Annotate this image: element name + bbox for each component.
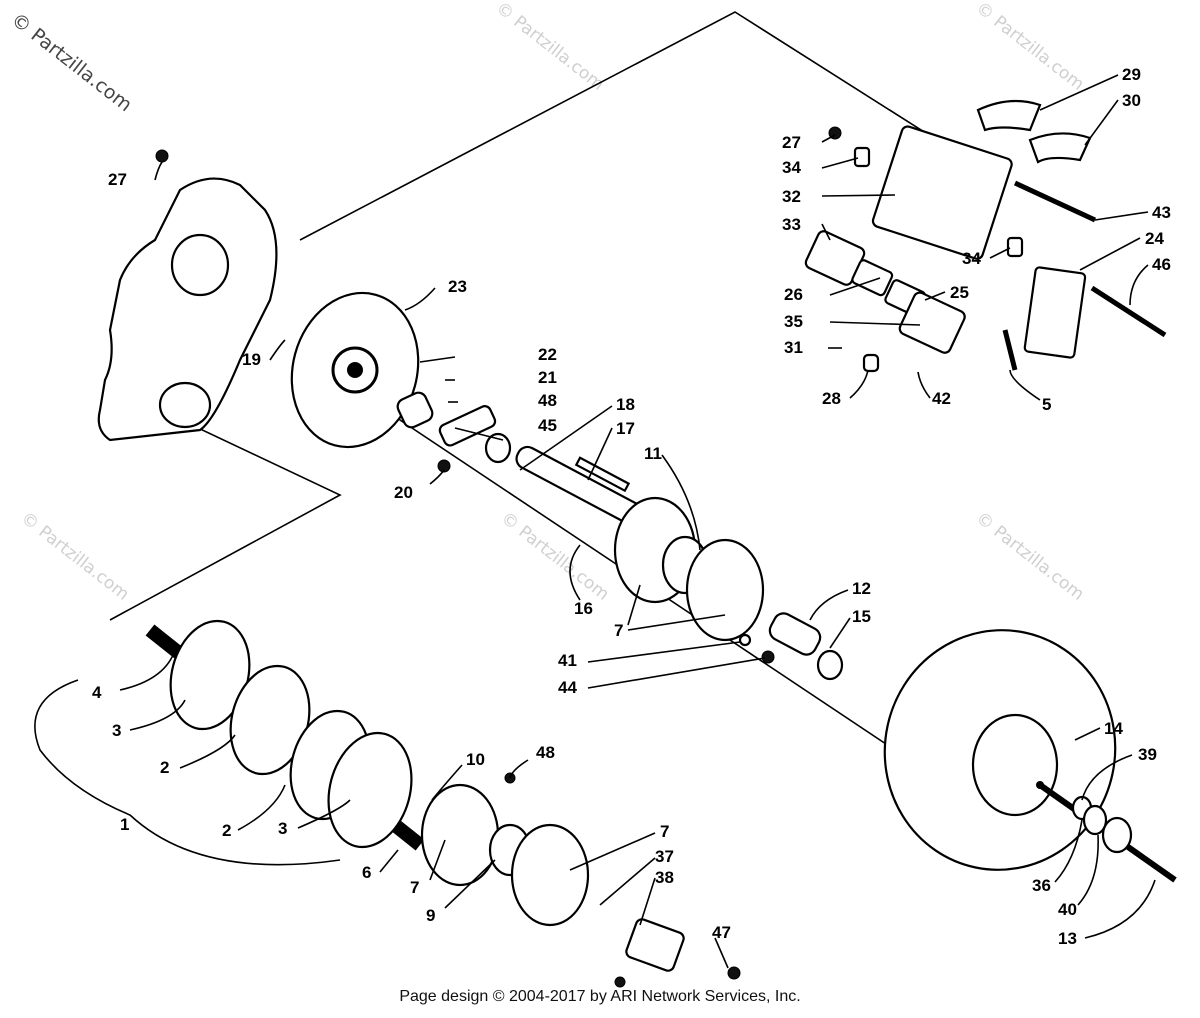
watermark: © Partzilla.com xyxy=(972,0,1088,95)
callout-46: 46 xyxy=(1152,255,1171,274)
callout-13: 13 xyxy=(1058,929,1077,948)
callout-19: 19 xyxy=(242,350,261,369)
watermark: © Partzilla.com xyxy=(17,508,133,605)
callout-32: 32 xyxy=(782,187,801,206)
callout-25: 25 xyxy=(950,283,969,302)
callout-2: 2 xyxy=(222,821,231,840)
bracket-assembly-1 xyxy=(34,679,341,866)
callout-20: 20 xyxy=(394,483,413,502)
callout-31: 31 xyxy=(784,338,803,357)
callout-48: 48 xyxy=(538,391,557,410)
callout-24: 24 xyxy=(1145,229,1164,248)
callout-15: 15 xyxy=(852,607,871,626)
callout-18: 18 xyxy=(616,395,635,414)
callout-48: 48 xyxy=(536,743,555,762)
group-line-left xyxy=(109,409,342,621)
callout-7: 7 xyxy=(410,878,419,897)
callout-3: 3 xyxy=(278,819,287,838)
callout-39: 39 xyxy=(1138,745,1157,764)
group-line-top xyxy=(299,11,1001,241)
callout-44: 44 xyxy=(558,678,577,697)
callout-43: 43 xyxy=(1152,203,1171,222)
callout-12: 12 xyxy=(852,579,871,598)
shaft-components xyxy=(396,391,844,681)
callout-38: 38 xyxy=(655,868,674,887)
callout-42: 42 xyxy=(932,389,951,408)
callout-7: 7 xyxy=(614,621,623,640)
callout-16: 16 xyxy=(574,599,593,618)
callout-21: 21 xyxy=(538,368,557,387)
drive-axle-assembly xyxy=(145,619,741,988)
callout-35: 35 xyxy=(784,312,803,331)
callout-37: 37 xyxy=(655,847,674,866)
callout-3: 3 xyxy=(112,721,121,740)
callout-1: 1 xyxy=(120,815,129,834)
callout-30: 30 xyxy=(1122,91,1141,110)
callout-27: 27 xyxy=(108,170,127,189)
callout-10: 10 xyxy=(466,750,485,769)
grouping-lines xyxy=(34,11,1001,866)
callout-40: 40 xyxy=(1058,900,1077,919)
callout-29: 29 xyxy=(1122,65,1141,84)
callout-14: 14 xyxy=(1104,719,1123,738)
callout-45: 45 xyxy=(538,416,557,435)
callouts: 27 23 19 22 21 48 45 20 18 17 11 16 7 12… xyxy=(92,65,1171,948)
callout-41: 41 xyxy=(558,651,577,670)
callout-22: 22 xyxy=(538,345,557,364)
callout-9: 9 xyxy=(426,906,435,925)
watermark-main: © Partzilla.com xyxy=(7,9,136,117)
callout-17: 17 xyxy=(616,419,635,438)
callout-11: 11 xyxy=(644,444,662,463)
callout-23: 23 xyxy=(448,277,467,296)
callout-7: 7 xyxy=(660,822,669,841)
callout-34: 34 xyxy=(962,249,981,268)
nut-27 xyxy=(155,149,169,163)
callout-28: 28 xyxy=(822,389,841,408)
page-footer: Page design © 2004-2017 by ARI Network S… xyxy=(399,988,801,1005)
callout-34: 34 xyxy=(782,158,801,177)
callout-2: 2 xyxy=(160,758,169,777)
callout-6: 6 xyxy=(362,863,371,882)
callout-5: 5 xyxy=(1042,395,1051,414)
driven-clutch xyxy=(883,629,1177,883)
leader-lines xyxy=(119,74,1156,969)
chaincase-housing xyxy=(97,149,278,442)
callout-26: 26 xyxy=(784,285,803,304)
watermark: © Partzilla.com xyxy=(972,508,1088,605)
brake-caliper-assembly xyxy=(804,99,1167,373)
callout-27: 27 xyxy=(782,133,801,152)
callout-47: 47 xyxy=(712,923,731,942)
callout-4: 4 xyxy=(92,683,102,702)
watermark: © Partzilla.com xyxy=(492,0,608,95)
callout-36: 36 xyxy=(1032,876,1051,895)
callout-33: 33 xyxy=(782,215,801,234)
brake-disc xyxy=(290,291,420,449)
